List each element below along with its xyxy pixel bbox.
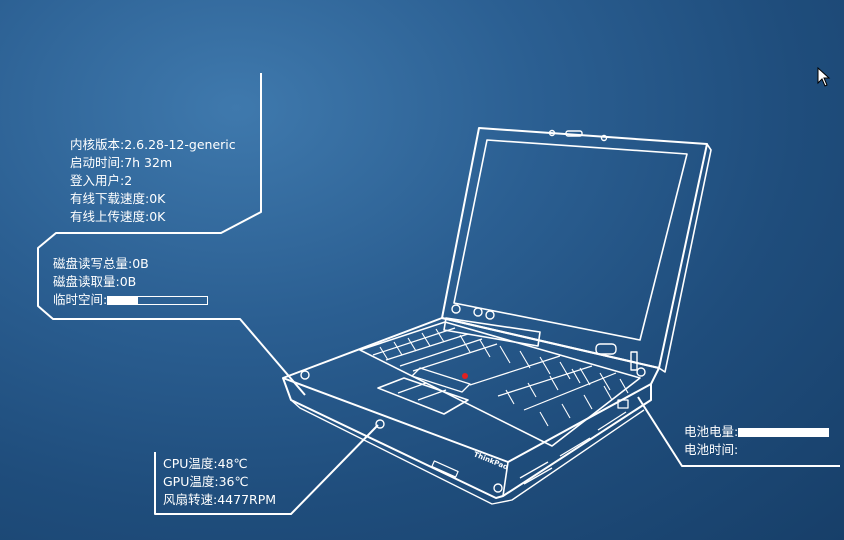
trackpoint-dot — [462, 373, 468, 379]
gpu-temperature: GPU温度:36℃ — [163, 474, 249, 489]
temp-space-bar-fill — [108, 296, 138, 304]
battery-charge-row: 电池电量: — [684, 423, 830, 441]
system-info-panel: 内核版本:2.6.28-12-generic 启动时间:7h 32m 登入用户:… — [70, 136, 236, 226]
fan-speed: 风扇转速:4477RPM — [163, 492, 277, 507]
laptop-brand-logo: ThinkPad — [472, 450, 509, 471]
keyboard — [359, 321, 641, 447]
laptop-base — [282, 317, 660, 463]
connector-right — [637, 396, 840, 467]
disk-info-panel: 磁盘读写总量:0B 磁盘读取量:0B 临时空间: — [53, 255, 209, 309]
mouse-cursor-icon — [817, 67, 831, 87]
kernel-version: 内核版本:2.6.28-12-generic — [70, 137, 236, 152]
cpu-temperature: CPU温度:48℃ — [163, 456, 248, 471]
battery-charge-bar-fill — [739, 428, 829, 436]
battery-charge-bar — [738, 427, 830, 437]
battery-time: 电池时间: — [684, 442, 739, 457]
uptime: 启动时间:7h 32m — [70, 155, 173, 170]
touchpad-buttons — [377, 377, 469, 415]
temperature-panel: CPU温度:48℃ GPU温度:36℃ 风扇转速:4477RPM — [163, 455, 276, 509]
temp-space-label: 临时空间: — [53, 292, 108, 307]
battery-panel: 电池电量: 电池时间: — [684, 423, 830, 459]
battery-charge-label: 电池电量: — [684, 424, 739, 439]
connector-top — [37, 73, 306, 396]
connector-bottom — [154, 424, 379, 515]
wired-download-speed: 有线下载速度:0K — [70, 191, 166, 206]
disk-rw-total: 磁盘读写总量:0B — [53, 256, 149, 271]
temp-space-row: 临时空间: — [53, 291, 209, 309]
logged-users: 登入用户:2 — [70, 173, 133, 188]
wired-upload-speed: 有线上传速度:0K — [70, 209, 166, 224]
temp-space-bar — [107, 295, 209, 305]
laptop-screen — [453, 139, 688, 341]
disk-read: 磁盘读取量:0B — [53, 274, 137, 289]
